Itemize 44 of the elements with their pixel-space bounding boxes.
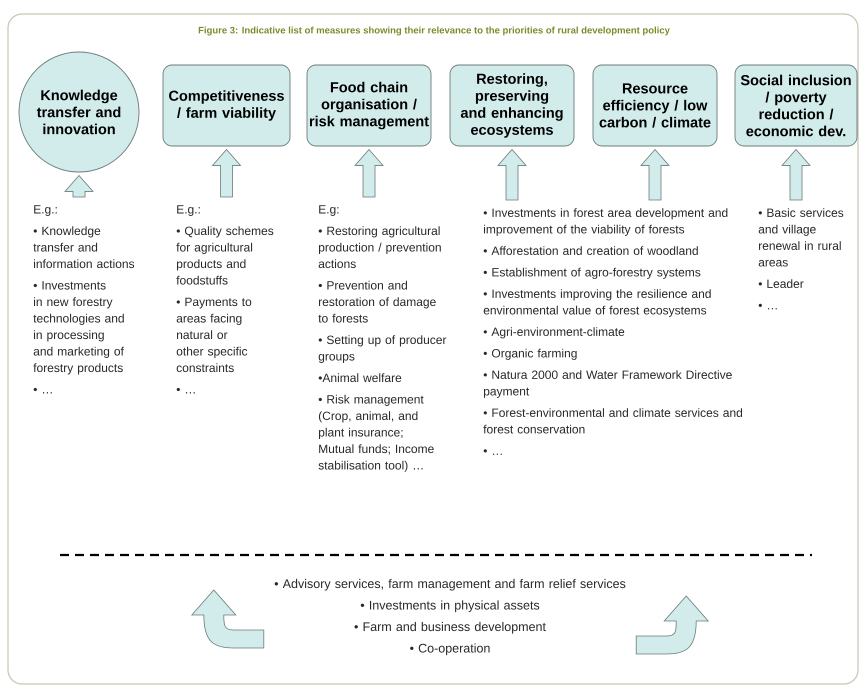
block-arrow xyxy=(497,148,527,200)
priority-box: Food chain organisation / risk management xyxy=(306,64,432,146)
list-item: • Organic farming xyxy=(484,348,577,360)
list-item: • Knowledge transfer and information actions xyxy=(33,226,134,268)
list-item: • Investments improving the resilience and environmental value of forest ecosystems xyxy=(484,289,711,317)
curved-arrow xyxy=(636,596,709,654)
list-item: • … xyxy=(34,388,52,394)
list-item: • Co-operation xyxy=(410,643,490,656)
list-item: • Payments to areas facing natural or other specific constraints xyxy=(176,298,252,372)
list-item: • … xyxy=(758,304,777,310)
priority-box: Resource efficiency / low carbon / climate xyxy=(592,64,718,146)
list-item: • Investments in forest area development and improvement of the viability of forests xyxy=(484,208,728,236)
list-item: • Restoring agricultural production / prevention actions xyxy=(318,226,441,268)
list-item: • … xyxy=(484,449,502,455)
example-label: E.g.: xyxy=(34,205,57,216)
list-item: • … xyxy=(176,388,195,394)
list-item: • Setting up of producer groups xyxy=(318,335,446,363)
list-item: • Quality schemes for agricultural products and foodstuffs xyxy=(176,226,274,285)
list-item: • Agri-environment-climate xyxy=(484,327,624,338)
example-label: E.g: xyxy=(319,205,338,216)
block-arrow xyxy=(64,174,94,198)
block-arrow xyxy=(640,148,670,200)
block-arrow xyxy=(212,148,242,198)
list-item: • Establishment of agro-forestry systems xyxy=(484,268,700,279)
list-item: • Investments in physical assets xyxy=(360,600,540,612)
list-item: • Investments in new forestry technologies and in processing and marketing of forestry products xyxy=(33,281,124,374)
list-item: • Afforestation and creation of woodland xyxy=(484,246,698,255)
list-item: • Forest-environmental and climate services and forest conservation xyxy=(483,408,742,434)
list-item: • Farm and business development xyxy=(354,622,546,634)
block-arrow xyxy=(354,148,384,198)
block-arrow xyxy=(781,148,811,200)
figure-title: Figure 3: Indicative list of measures showing their relevance to the priorities of rural development policy xyxy=(198,26,670,36)
list-item: • Natura 2000 and Water Framework Directive payment xyxy=(484,370,732,398)
priority-box: Restoring, preserving and enhancing ecosystems xyxy=(450,64,574,146)
priority-box: Competitiveness / farm viability xyxy=(162,64,290,146)
list-item: • Prevention and restoration of damage to forests xyxy=(318,280,436,323)
example-label: E.g.: xyxy=(177,205,200,216)
list-item: •Animal welfare xyxy=(318,373,402,382)
list-item: • Advisory services, farm management and farm relief services xyxy=(274,578,626,591)
priority-box: Social inclusion / poverty reduction / economic dev. xyxy=(734,64,858,146)
list-item: • Leader xyxy=(758,279,804,288)
list-item: • Risk management (Crop, animal, and plant insurance; Mutual funds; Income stabilisation tool) … xyxy=(318,394,434,472)
list-item: • Basic services and village renewal in rural areas xyxy=(758,208,844,266)
curved-arrow xyxy=(191,590,264,648)
